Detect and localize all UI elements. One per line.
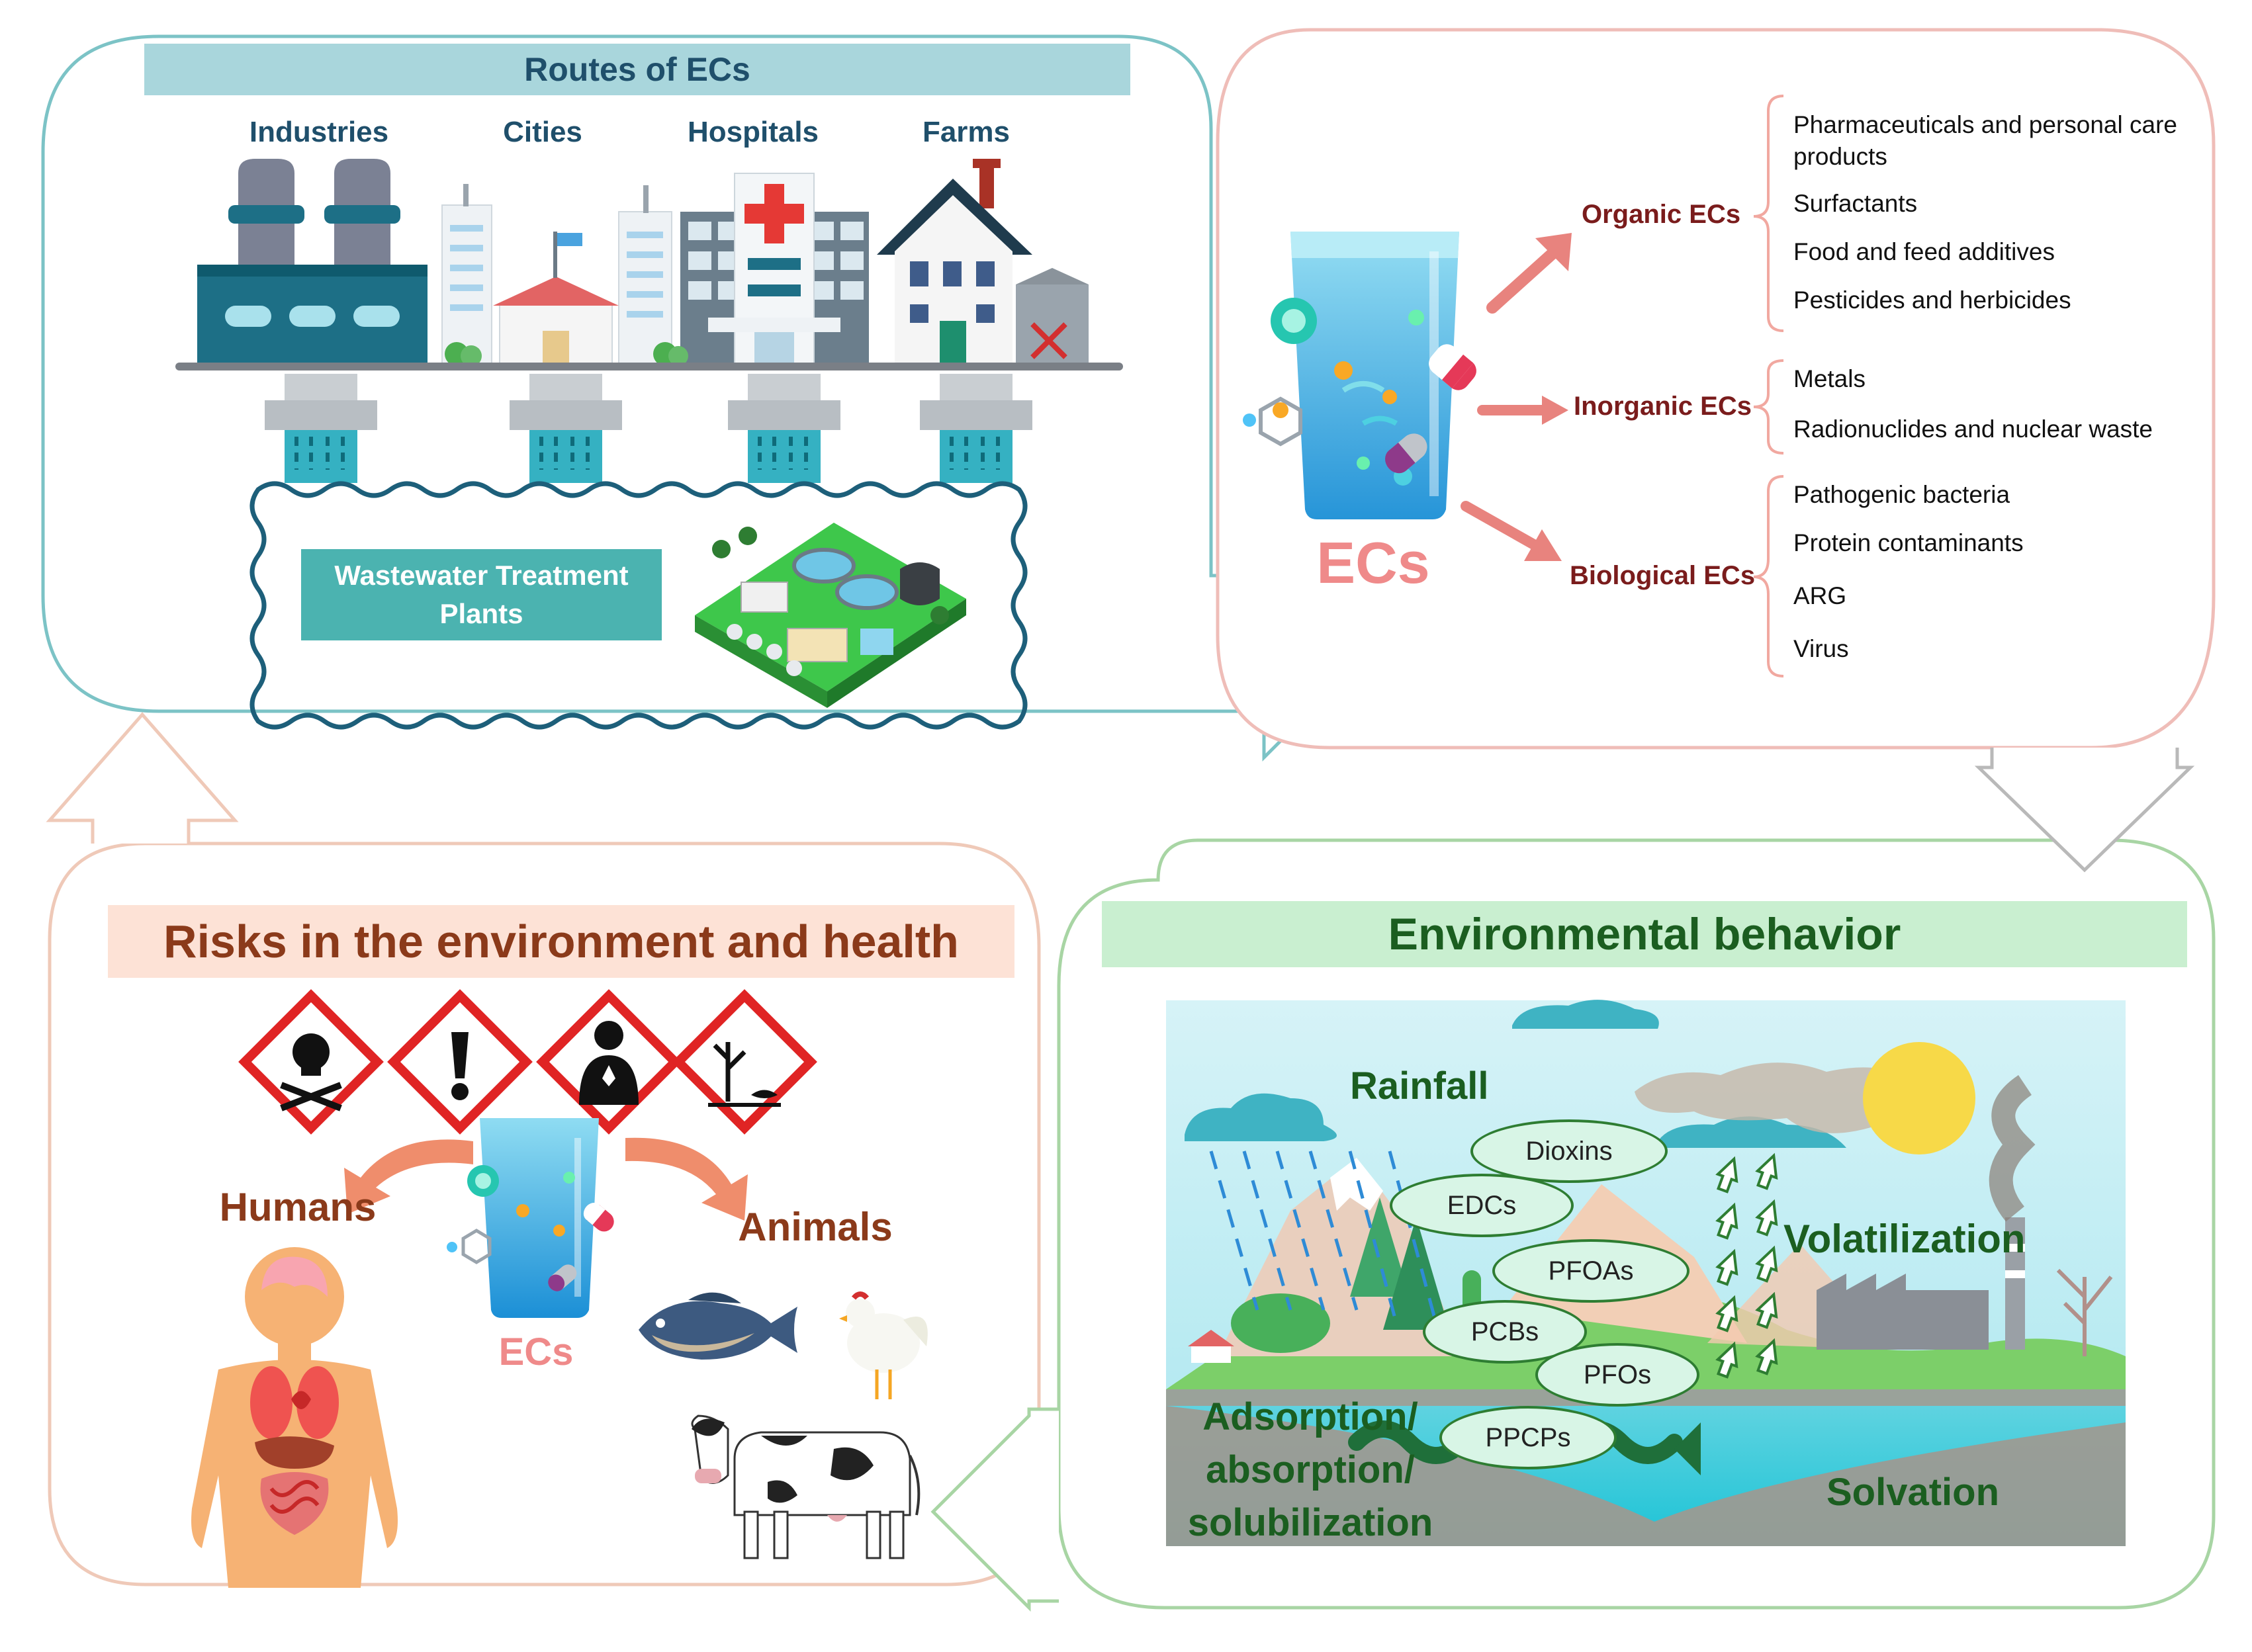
treatment-plant-icon	[695, 523, 966, 708]
category-inorganic-label: Inorganic ECs	[1574, 392, 1752, 421]
water-glass-small-icon	[447, 1118, 614, 1318]
organic-item-ppcp: Pharmaceuticals and personal care produc…	[1793, 111, 2177, 170]
behavior-title-bar	[1102, 901, 2187, 967]
classes-panel-frame	[1216, 28, 2216, 750]
routes-title: Routes of ECs	[524, 51, 750, 88]
risks-title-bar	[108, 905, 1014, 978]
biological-item-protein-contaminants: Protein contaminants	[1793, 529, 2024, 556]
organic-item-surfactants: Surfactants	[1793, 190, 1918, 217]
rain-streaks	[1209, 1151, 1438, 1324]
route-label-farms: Farms	[922, 116, 1011, 148]
cow-icon	[691, 1414, 921, 1559]
sewer-water-boundary	[249, 481, 1028, 730]
flow-arrow-to-behavior	[1974, 748, 2195, 873]
pollutant-dioxins: Dioxins	[1470, 1119, 1668, 1183]
rainfall-label: Rainfall	[1350, 1065, 1489, 1108]
pill-icon	[1385, 344, 1476, 474]
chicken-icon	[839, 1291, 928, 1399]
category-braces	[1753, 95, 1784, 677]
factory-icon	[197, 159, 428, 364]
city-icon	[441, 184, 672, 367]
pollutant-pfos: PFOs	[1535, 1343, 1699, 1407]
skull-hazard-icon	[238, 989, 384, 1135]
discharge-pipes	[265, 374, 1032, 483]
volatilization-label: Volatilization	[1783, 1217, 2026, 1261]
route-label-industries: Industries	[249, 116, 389, 148]
behavior-title: Environmental behavior	[1388, 909, 1901, 959]
animals-label: Animals	[738, 1205, 893, 1249]
organic-item-food-feed-additives: Food and feed additives	[1793, 238, 2055, 265]
farm-icon	[877, 159, 1089, 364]
wwtp-label-box	[301, 549, 662, 640]
environment-hazard-icon	[672, 989, 817, 1135]
factory-smokestack-icon	[1817, 1075, 2113, 1356]
route-label-cities: Cities	[503, 116, 582, 148]
category-organic-label: Organic ECs	[1582, 200, 1741, 229]
flow-arrow-to-risks	[930, 1407, 1059, 1612]
biological-item-pathogenic-bacteria: Pathogenic bacteria	[1793, 481, 2010, 508]
biological-item-arg: ARG	[1793, 582, 1847, 609]
solvation-label: Solvation	[1826, 1471, 2000, 1514]
wwtp-label: Wastewater Treatment Plants	[334, 560, 629, 629]
exclamation-hazard-icon	[387, 989, 533, 1135]
organic-item-pesticides: Pesticides and herbicides	[1793, 286, 2071, 314]
category-biological-label: Biological ECs	[1570, 561, 1756, 590]
biological-item-virus: Virus	[1793, 635, 1849, 662]
category-arrows	[1461, 233, 1572, 561]
humans-label: Humans	[219, 1185, 377, 1229]
inorganic-item-radionuclides: Radionuclides and nuclear waste	[1793, 415, 2153, 443]
inorganic-item-metals: Metals	[1793, 365, 1866, 392]
flow-arrow-to-routes	[46, 712, 239, 844]
ecs-label-risks: ECs	[498, 1330, 574, 1373]
risk-arrows	[344, 1137, 748, 1221]
volatilization-arrow-icon	[1715, 1152, 1778, 1379]
ecs-label-center: ECs	[1316, 530, 1430, 595]
hospital-icon	[653, 173, 869, 366]
pollutant-edcs: EDCs	[1390, 1174, 1574, 1237]
fish-icon	[639, 1292, 797, 1360]
risks-title: Risks in the environment and health	[163, 916, 959, 967]
human-body-icon	[191, 1247, 398, 1588]
route-label-hospitals: Hospitals	[687, 116, 819, 148]
ground-line	[175, 363, 1123, 370]
adsorption-label: Adsorption/ absorption/ solubilization	[1187, 1395, 1433, 1544]
pollutant-pfoas: PFOAs	[1492, 1239, 1689, 1303]
routes-title-bar	[144, 44, 1130, 95]
sun-icon	[1863, 1042, 1975, 1154]
pollutant-ppcps: PPCPs	[1439, 1406, 1617, 1469]
health-hazard-icon	[536, 989, 682, 1135]
